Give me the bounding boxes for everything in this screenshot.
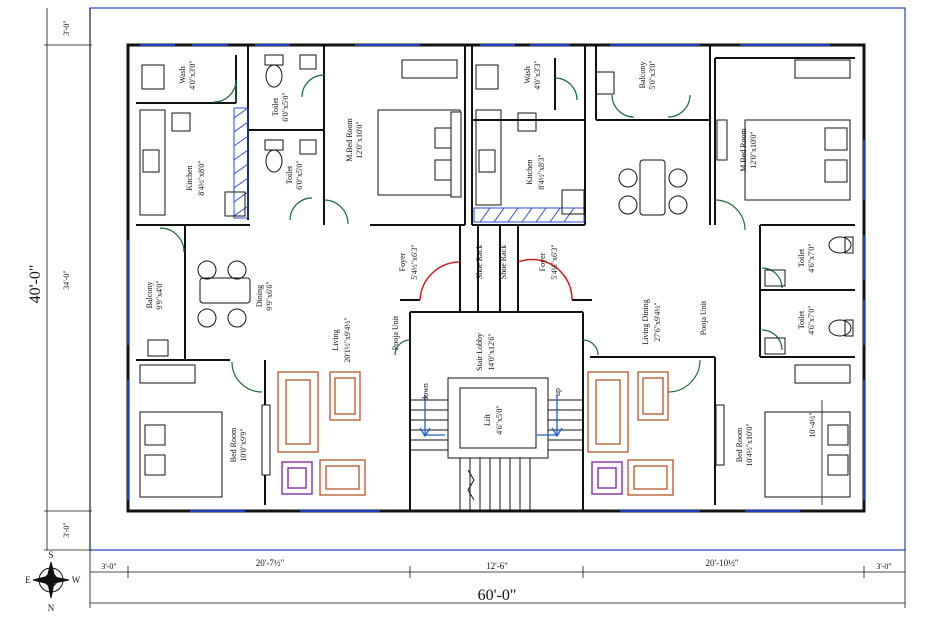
compass-n: N (48, 603, 55, 613)
size-wash-l: 4'0"x3'0" (188, 60, 197, 89)
label-toilet-l1: Toilet (271, 97, 280, 116)
size-toilet-l1: 6'0"x5'0" (281, 92, 290, 121)
label-dining-l: Dining (255, 285, 264, 307)
sofas (277, 371, 674, 496)
size-foyer-l: 5'4½"x6'3" (410, 244, 419, 279)
label-shoe-r: Shoe Rack (499, 245, 508, 279)
size-bed-r: 10'4½"x10'0" (745, 423, 754, 466)
label-foyer-r: Foyer (538, 252, 547, 271)
compass-rose (32, 561, 70, 599)
compass-w: W (72, 575, 81, 585)
duct-hatch (233, 107, 585, 223)
size-kitchen-r: 8'4½"x8'3" (537, 154, 546, 189)
windows (127, 44, 865, 512)
size-balcony-l: 9'9"x4'0" (155, 280, 164, 309)
size-toilet-r1: 4'6"x7'0" (807, 243, 816, 272)
stair-arrows (419, 395, 563, 438)
label-lobby: Stair Lobby (475, 333, 484, 371)
size-foyer-r: 5'4½"x6'3" (550, 244, 559, 279)
size-bed-l: 10'0"x9'9" (239, 428, 248, 461)
size-living-dining-r: 27'6"x9'4½" (653, 302, 662, 341)
pooja-units (281, 461, 623, 495)
size-wash-r: 4'0"x3'3" (533, 60, 542, 89)
dim-bottom-3: 12'-6" (486, 561, 508, 571)
size-mbed-r: 12'0"x10'0" (749, 131, 758, 168)
dimension-lines (44, 8, 906, 608)
label-balcony-r: Balcony (638, 62, 647, 89)
label-lift: Lift (483, 413, 492, 426)
label-mbed-l: M.Bed Room (345, 117, 354, 161)
dim-left-bottom: 3'-0" (62, 522, 71, 537)
label-wash-r: Wash (523, 66, 532, 84)
sanitary-fixtures (147, 54, 854, 357)
label-toilet-r2: Toilet (797, 310, 806, 329)
dim-left-mid: 34'-0" (62, 270, 71, 289)
wardrobes (261, 111, 728, 476)
dim-left-top: 3'-0" (62, 20, 71, 35)
label-bed-r-extra: 10'-4½" (808, 412, 817, 437)
foyer-openings (419, 258, 573, 301)
size-lift: 4'6"x5'0" (495, 405, 504, 434)
label-balcony-l: Balcony (145, 282, 154, 309)
label-pooja-l: Pooja Unit (391, 315, 400, 350)
size-toilet-l2: 6'0"x5'0" (295, 160, 304, 189)
beds (139, 59, 851, 505)
label-living-dining-r: Living Dining (641, 299, 650, 345)
dim-bottom-1: 3'-0" (101, 562, 116, 571)
label-toilet-l2: Toilet (285, 165, 294, 184)
kitchen-fixtures (139, 64, 585, 217)
label-pooja-r: Pooja Unit (699, 300, 708, 335)
size-lobby: 14'0"x12'6" (487, 333, 496, 370)
label-up: up (553, 388, 562, 396)
label-kitchen-r: Kitchen (525, 159, 534, 184)
size-living-l: 20'1½"x9'4½" (343, 317, 352, 362)
compass-e: E (25, 575, 31, 585)
size-mbed-l: 12'0"x10'0" (355, 121, 364, 158)
label-shoe-l: Shoe Rack (475, 245, 484, 279)
label-down: down (421, 383, 430, 401)
label-living-l: Living (331, 329, 340, 350)
label-bed-r: Bed Room (735, 427, 744, 462)
compass-s: S (48, 550, 53, 560)
size-kitchen-l: 8'4½"x8'0" (197, 160, 206, 195)
label-bed-l: Bed Room (229, 427, 238, 462)
label-mbed-r: M.Bed Room (739, 127, 748, 171)
size-toilet-r2: 4'6"x7'0" (807, 305, 816, 334)
size-dining-l: 9'9"x6'6" (265, 281, 274, 310)
label-kitchen-l: Kitchen (185, 165, 194, 190)
label-toilet-r1: Toilet (797, 248, 806, 267)
label-wash-l: Wash (178, 66, 187, 84)
size-balcony-r: 5'0"x3'0" (648, 60, 657, 89)
dim-total-height: 40'-0" (27, 265, 44, 304)
dim-bottom-4: 20'-10½" (705, 558, 738, 568)
dim-total-width: 60'-0" (478, 587, 517, 604)
dim-bottom-2: 20'-7½" (256, 558, 285, 568)
door-swings (159, 74, 783, 393)
dining-furniture (197, 159, 688, 328)
dim-bottom-5: 3'-0" (876, 562, 891, 571)
label-foyer-l: Foyer (398, 252, 407, 271)
